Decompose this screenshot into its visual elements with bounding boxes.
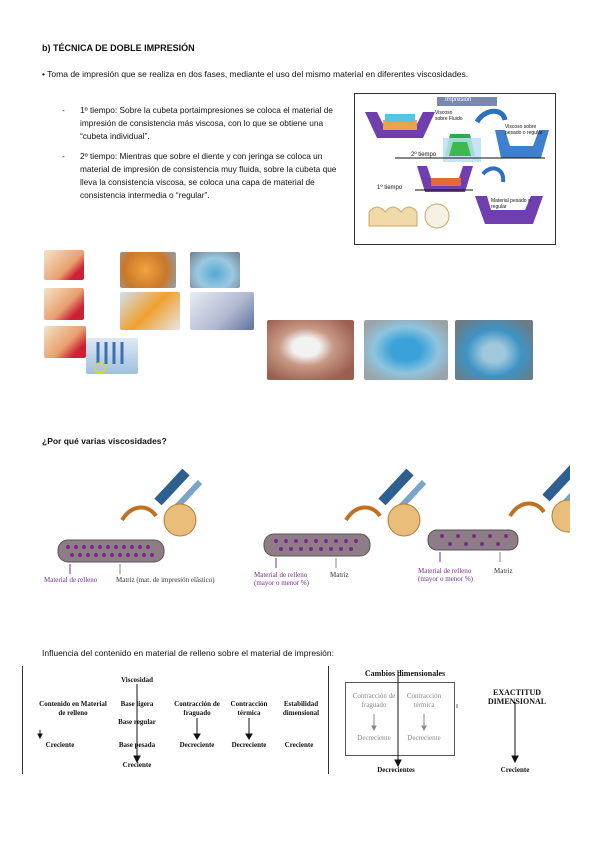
- cambios-dimensionales-label: Cambios dimensionales: [364, 669, 446, 678]
- step-text: 1º tiempo: Sobre la cubeta portaimpresio…: [80, 105, 333, 141]
- tooth-preparation-photo: [267, 320, 354, 380]
- filler-illustrations: [57, 464, 570, 574]
- tray-photo: [120, 252, 176, 288]
- creciente-label-3: Creciente: [284, 741, 314, 749]
- matrix-caption-2: Matriz: [330, 571, 349, 579]
- decreciente-label-1: Decreciente: [179, 741, 215, 749]
- question-heading: ¿Por qué varias viscosidades?: [42, 436, 167, 446]
- decrecientes-label: Decrecientes: [377, 766, 415, 774]
- viscosidad-label: Viscosidad: [120, 676, 154, 684]
- exactitud-label: EXACTITUD DIMENSIONAL: [487, 688, 547, 706]
- contraccion-fraguado-label-2: Contracción de fraguado: [352, 692, 396, 709]
- contenido-label: Contenido en Material de relleno: [39, 700, 107, 717]
- estabilidad-label: Estabilidad dimensional: [282, 700, 320, 717]
- matrix-caption-1: Matriz (mat. de impresión elástico): [116, 576, 215, 584]
- full-arch-impression-photo: [455, 320, 533, 380]
- diagram-label-right-bottom: Material pesado o regular: [491, 198, 531, 210]
- intro-paragraph: • Toma de impresión que se realiza en do…: [42, 69, 469, 79]
- step-second-time: - 2º tiempo: Mientras que sobre el dient…: [62, 150, 347, 202]
- clinical-photo: [44, 288, 84, 320]
- filler-caption-2: Material de relleno (mayor o menor %): [254, 571, 310, 587]
- creciente-label-4: Creciente: [500, 766, 530, 774]
- contraccion-termica-label-2: Contracción térmica: [406, 692, 442, 709]
- decreciente-label-4: Decreciente: [357, 734, 391, 742]
- contraccion-termica-label: Contracción térmica: [230, 700, 268, 717]
- creciente-label: Creciente: [45, 741, 75, 749]
- step-text: 2º tiempo: Mientras que sobre el diente …: [80, 151, 337, 200]
- contraccion-fraguado-label: Contracción de fraguado: [174, 700, 220, 717]
- impression-photo: [190, 252, 240, 288]
- double-impression-diagram: Impresión Viscoso sobre Fluido 2º tiempo…: [354, 93, 556, 245]
- step-first-time: - 1º tiempo: Sobre la cubeta portaimpres…: [62, 104, 347, 143]
- dispenser-photo: [190, 292, 254, 330]
- diagram-label-first: 1º tiempo: [377, 185, 403, 191]
- impression-detail-photo: [364, 320, 448, 380]
- decreciente-label-5: Decreciente: [407, 734, 441, 742]
- clinical-photo: [44, 250, 84, 280]
- syringe-illustration: [94, 342, 124, 374]
- diagram-label-viscous: Viscoso sobre Fluido: [435, 110, 463, 122]
- step-dash: -: [62, 151, 65, 161]
- middle-divider: [328, 666, 329, 774]
- diagram-banner: Impresión: [445, 97, 472, 103]
- table-arrows: [37, 684, 253, 764]
- table2-arrows: ı: [371, 670, 519, 768]
- filler-caption-1: Material de relleno: [44, 576, 98, 584]
- matrix-caption-3: Matriz: [494, 567, 513, 575]
- step-dash: -: [62, 105, 65, 115]
- section-title: b) TÉCNICA DE DOBLE IMPRESIÓN: [42, 43, 195, 53]
- syringe-photo: [86, 338, 138, 374]
- filler-caption-3: Material de relleno (mayor o menor %): [418, 567, 474, 583]
- decreciente-label-2: Decreciente: [231, 741, 267, 749]
- diagram-drawing: [365, 97, 549, 229]
- cambios-box: [345, 682, 455, 756]
- cartridge-photo: [120, 292, 180, 330]
- creciente-bottom-label: Creciente: [122, 761, 152, 769]
- clinical-photo: [44, 326, 86, 358]
- left-divider: [22, 666, 23, 774]
- diagram-label-second: 2º tiempo: [411, 152, 437, 158]
- svg-text:ı: ı: [456, 703, 458, 710]
- diagram-label-right-top: Viscoso sobre pesado o regular: [505, 124, 543, 136]
- influence-title: Influencia del contenido en material de …: [42, 648, 335, 658]
